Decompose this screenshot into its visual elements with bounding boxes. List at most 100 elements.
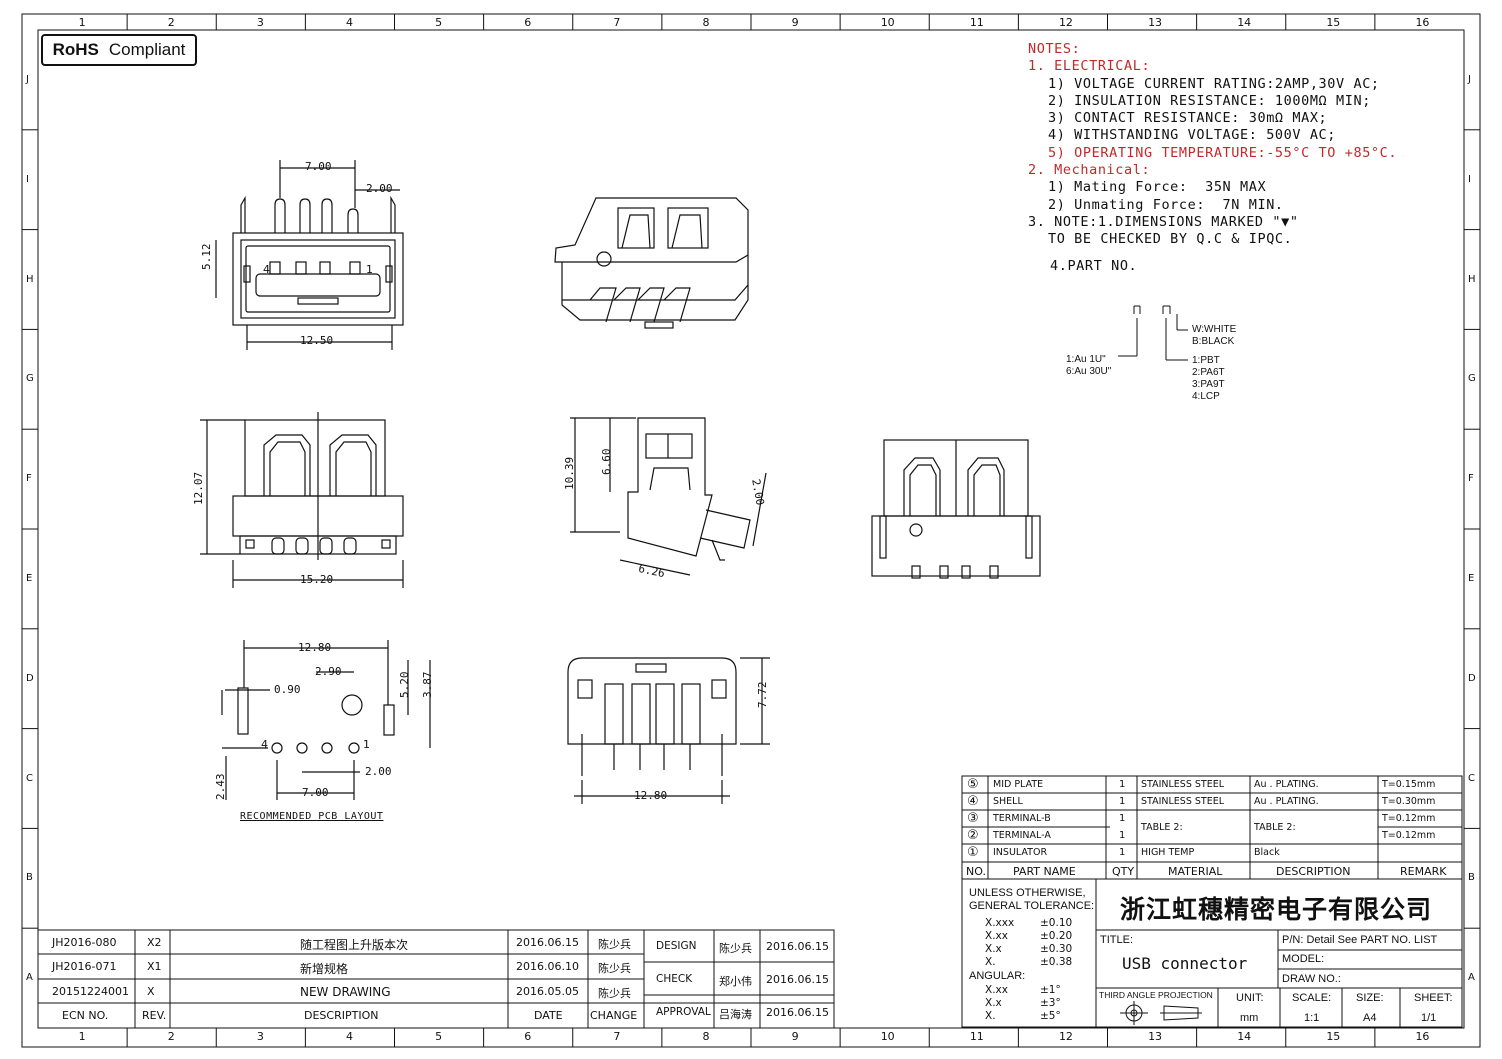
approval-name: 陈少兵	[719, 942, 752, 955]
row-letter: E	[26, 572, 33, 584]
bom-remark: T=0.12mm	[1382, 830, 1436, 841]
revision-rev: X	[147, 985, 155, 998]
back-view	[871, 439, 1041, 579]
angular-format: X.x	[985, 997, 1002, 1009]
material-options: 1:PBT 2:PA6T 3:PA9T 4:LCP	[1192, 355, 1225, 403]
isometric-view	[554, 197, 749, 329]
approval-role: CHECK	[656, 973, 693, 985]
material-option: 3:PA9T	[1192, 379, 1225, 390]
column-number: 8	[702, 1030, 710, 1043]
color-option: W:WHITE	[1192, 324, 1237, 335]
dim-pcb-span: 12.80	[298, 641, 332, 654]
bom-no: ⑤	[967, 777, 979, 792]
note-line: 2. Mechanical:	[1028, 162, 1151, 179]
plating-option: 1:Au 1U"	[1066, 354, 1106, 365]
bom-part-name: SHELL	[993, 796, 1023, 807]
row-letter: I	[1468, 173, 1471, 185]
column-number: 4	[345, 16, 353, 29]
dim-bottom-width: 15.20	[300, 573, 334, 586]
column-number: 9	[791, 1030, 799, 1043]
rohs-badge: RoHS Compliant	[41, 34, 197, 66]
bottom-view	[200, 412, 404, 588]
dim-bottom-length: 12.07	[192, 471, 205, 505]
row-letter: H	[26, 273, 34, 285]
column-number: 1	[78, 1030, 86, 1043]
column-number: 12	[1058, 16, 1073, 29]
approval-name: 郑小伟	[719, 975, 752, 988]
part-code-lines	[1118, 305, 1188, 361]
side-view	[570, 417, 767, 576]
approval-name: 吕海涛	[719, 1008, 752, 1021]
column-number: 7	[613, 1030, 621, 1043]
tolerance-title-1: UNLESS OTHERWISE,	[969, 887, 1086, 899]
row-letter: I	[26, 173, 29, 185]
revision-date: 2016.05.05	[516, 985, 579, 998]
tolerance-format: X.xx	[985, 930, 1008, 942]
revision-description: 随工程图上升版本次	[300, 938, 409, 952]
tolerance-format: X.x	[985, 943, 1002, 955]
revision-header-date: DATE	[534, 1009, 563, 1022]
angular-format: X.	[985, 1010, 996, 1022]
dim-front-width: 12.50	[300, 334, 334, 347]
column-number: 12	[1058, 1030, 1073, 1043]
bom-table-grid	[37, 775, 1463, 1029]
column-number: 4	[345, 1030, 353, 1043]
bom-header-no: NO.	[966, 865, 986, 878]
bom-qty: 1	[1119, 813, 1126, 824]
material-option: 1:PBT	[1192, 355, 1220, 366]
column-number: 5	[435, 16, 443, 29]
dim-top-height: 7.72	[756, 681, 769, 709]
angular-value: ±5°	[1040, 1010, 1061, 1022]
dim-pcb-hole-b: 3.87	[421, 671, 434, 699]
row-letter: H	[1468, 273, 1476, 285]
drawno-label: DRAW NO.:	[1282, 973, 1341, 985]
tolerance-block: UNLESS OTHERWISE, GENERAL TOLERANCE:	[969, 887, 1094, 913]
column-number: 6	[524, 1030, 532, 1043]
drawing-title: USB connector	[1122, 954, 1248, 973]
sheet-label: SHEET:	[1414, 992, 1453, 1004]
approval-role: APPROVAL	[656, 1006, 711, 1018]
column-number: 15	[1326, 16, 1341, 29]
column-number: 14	[1237, 1030, 1252, 1043]
bom-part-name: MID PLATE	[993, 779, 1044, 790]
tolerance-format: X.xxx	[985, 917, 1015, 929]
sheet-value: 1/1	[1421, 1012, 1437, 1024]
dim-front-offset: 2.00	[366, 182, 393, 195]
bom-qty: 1	[1119, 847, 1126, 858]
bom-no: ③	[967, 811, 979, 826]
bom-remark: T=0.15mm	[1382, 779, 1436, 790]
note-line: 3) CONTACT RESISTANCE: 30mΩ MAX;	[1048, 110, 1328, 127]
plating-options: 1:Au 1U" 6:Au 30U"	[1066, 354, 1111, 378]
dim-pcb-hole-a: 5.20	[398, 671, 411, 699]
scale-value: 1:1	[1304, 1012, 1320, 1024]
revision-header-description: DESCRIPTION	[304, 1009, 379, 1022]
top-view	[567, 657, 770, 804]
row-letter: A	[1468, 972, 1475, 984]
material-option: 2:PA6T	[1192, 367, 1225, 378]
column-number: 2	[167, 16, 175, 29]
rohs-compliant-label: Compliant	[108, 40, 186, 59]
row-letter: G	[1468, 373, 1476, 385]
scale-label: SCALE:	[1292, 992, 1332, 1004]
revision-description: NEW DRAWING	[300, 985, 391, 999]
dim-front-pitch: 7.00	[305, 160, 332, 173]
revision-rev: X2	[147, 936, 162, 949]
column-number: 9	[791, 16, 799, 29]
row-letter: F	[1468, 473, 1474, 485]
bom-qty: 1	[1119, 779, 1126, 790]
tolerance-title-2: GENERAL TOLERANCE:	[969, 900, 1095, 912]
note-line: 1. ELECTRICAL:	[1028, 58, 1151, 75]
bom-material: TABLE 2:	[1141, 822, 1183, 833]
approval-date: 2016.06.15	[766, 940, 829, 953]
tolerance-value: ±0.38	[1040, 956, 1073, 968]
dim-pcb-pitch-total: 7.00	[302, 786, 329, 799]
row-letter: B	[1468, 872, 1475, 884]
row-letter: D	[1468, 672, 1476, 684]
revision-header-ecn: ECN NO.	[62, 1009, 109, 1022]
dim-pcb-offset: 2.90	[315, 665, 342, 678]
part-no-label: 4.PART NO.	[1050, 258, 1138, 274]
model-label: MODEL:	[1282, 953, 1325, 965]
row-letter: D	[26, 672, 34, 684]
column-number: 3	[256, 16, 264, 29]
